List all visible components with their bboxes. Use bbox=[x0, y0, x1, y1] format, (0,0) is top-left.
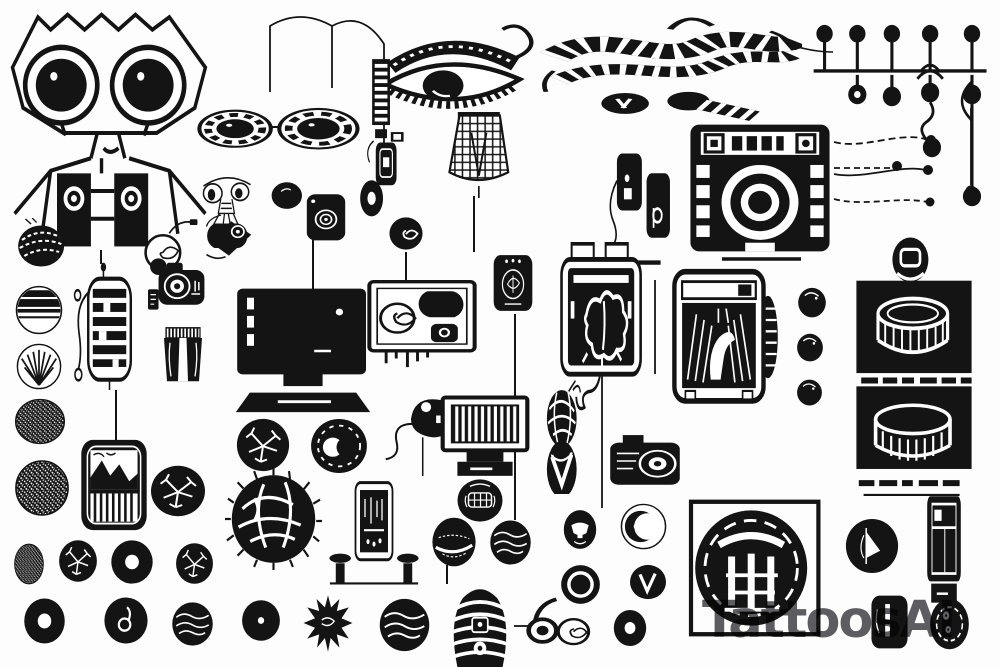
bolt-barrel-icon bbox=[158, 326, 208, 386]
desktop-monitor-icon bbox=[233, 286, 373, 416]
grain-circle-1-icon bbox=[13, 397, 67, 446]
six-circle-icon bbox=[102, 595, 150, 646]
knob-2-icon bbox=[796, 332, 824, 362]
knob-1-icon bbox=[797, 286, 827, 318]
donut-bottom-right-icon bbox=[612, 608, 648, 648]
small-camera-icon bbox=[148, 258, 210, 318]
mic-cage-icon bbox=[70, 262, 146, 390]
remote-control-icon bbox=[924, 494, 964, 606]
tattoo-machine-icon bbox=[76, 438, 152, 532]
swirl-ball-icon bbox=[488, 518, 533, 567]
moon-circle-icon bbox=[619, 502, 668, 551]
roots-small-2-icon bbox=[174, 541, 215, 586]
bowl-circle-icon bbox=[562, 508, 598, 551]
ball-and-speaker-icon bbox=[270, 176, 350, 246]
dot-circle-icon bbox=[240, 598, 282, 643]
half-striped-circle-icon bbox=[14, 284, 64, 336]
plant-circle-icon bbox=[377, 596, 432, 654]
sail-circle-icon bbox=[843, 516, 901, 576]
pendant-device-icon bbox=[356, 136, 408, 218]
bird-circle-icon bbox=[148, 463, 208, 519]
grain-circle-2-icon bbox=[13, 458, 71, 518]
arc-mark-icon bbox=[948, 80, 984, 122]
donut-row4-icon bbox=[22, 596, 67, 646]
ring-donut-icon bbox=[308, 416, 370, 476]
spiral-dot-icon bbox=[388, 216, 424, 251]
watermark-text: TattoosAI bbox=[702, 591, 956, 650]
robot-figure-icon bbox=[4, 2, 216, 254]
grain-small-icon bbox=[13, 542, 45, 586]
roots-small-1-icon bbox=[57, 538, 99, 584]
vintage-mic-icon bbox=[441, 582, 519, 667]
spiky-splat-icon bbox=[302, 593, 354, 653]
reel-camera-icon bbox=[686, 116, 834, 260]
v-ball-icon bbox=[628, 563, 668, 601]
barcode-monitor-icon bbox=[439, 394, 531, 482]
spiky-brain-icon bbox=[225, 468, 322, 570]
band-helmet-ball-icon bbox=[430, 515, 478, 569]
goggles-eyes-icon bbox=[196, 84, 366, 170]
radial-circle-icon bbox=[15, 342, 63, 391]
six-and-spiral-icon bbox=[526, 596, 592, 650]
waves-circle-icon bbox=[170, 600, 215, 648]
badge-card-icon bbox=[490, 252, 536, 314]
smartphone-icon bbox=[349, 481, 399, 563]
browser-window-icon bbox=[366, 274, 478, 370]
roots-circle-icon bbox=[234, 416, 292, 474]
lens-box-top-icon bbox=[854, 236, 974, 385]
simple-camera-icon bbox=[608, 434, 682, 488]
lens-box-bottom-icon bbox=[854, 384, 974, 502]
cctv-camera-icon bbox=[202, 214, 258, 266]
horse-panel-icon bbox=[670, 266, 780, 408]
woven-pouch-icon bbox=[436, 112, 520, 198]
cable-bundle-icon bbox=[538, 6, 802, 122]
donut-mid-icon bbox=[109, 538, 155, 586]
stacked-balls-icon bbox=[532, 376, 594, 494]
knob-3-icon bbox=[796, 378, 823, 406]
plug-ball-icon bbox=[12, 218, 68, 268]
